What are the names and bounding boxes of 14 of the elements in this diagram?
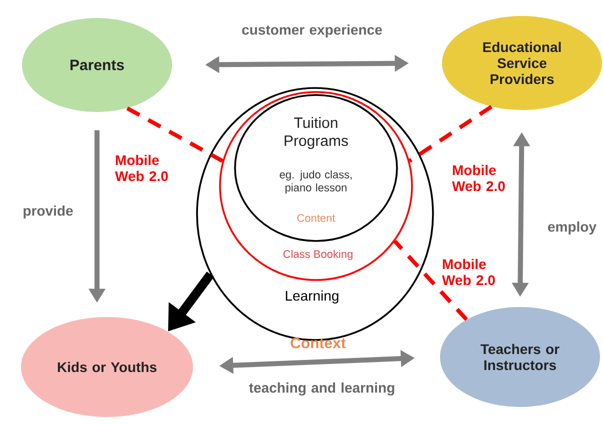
edge-label: Mobile Web 2.0 <box>442 258 495 286</box>
ellipse-node: Parents <box>22 18 172 112</box>
edge-label: employ <box>548 221 596 235</box>
dashed-line <box>126 106 224 163</box>
edge-label: Mobile Web 2.0 <box>115 154 168 182</box>
edge-label: provide <box>24 205 73 219</box>
ellipse-node: Teachers or Instructors <box>440 307 600 407</box>
edge-label: customer experience <box>242 24 382 38</box>
dashed-line <box>408 104 493 163</box>
dashed-line <box>393 240 468 321</box>
edge-label: teaching and learning <box>249 382 394 396</box>
ellipse-node: Kids or Youths <box>21 317 193 417</box>
ellipse-node: Educational Service Providers <box>442 16 602 110</box>
edge-label: Mobile Web 2.0 <box>452 164 505 192</box>
